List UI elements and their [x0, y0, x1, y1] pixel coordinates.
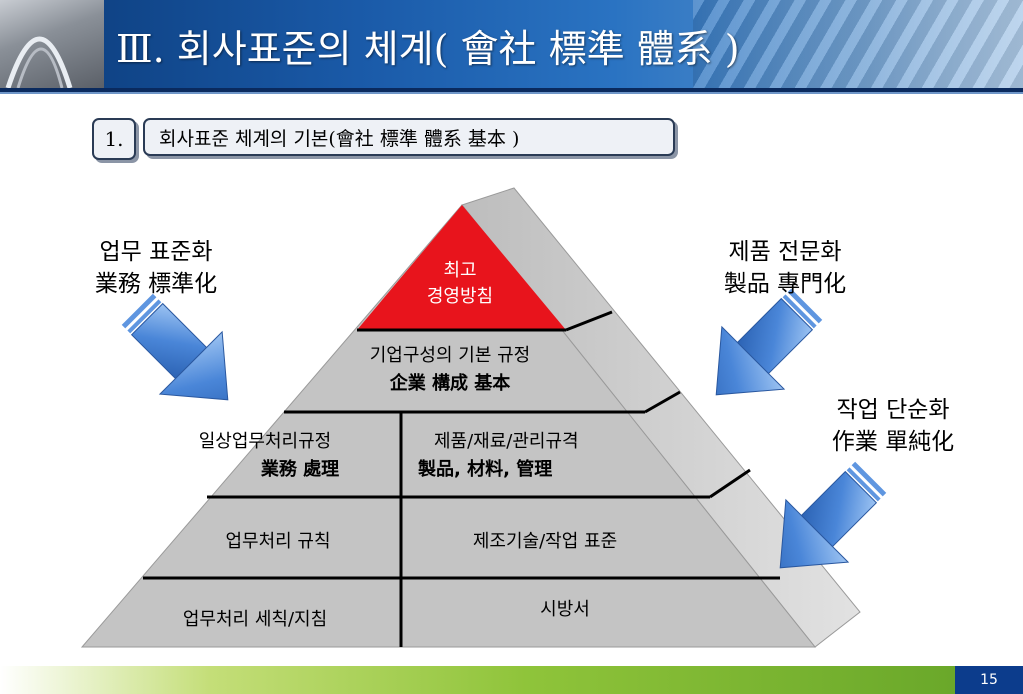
label-business-standardization: 업무 표준화 業務 標準化: [66, 236, 246, 300]
label-product-specialization: 제품 전문화 製品 專門化: [690, 236, 880, 300]
apex-text: 최고 경영방침: [400, 258, 520, 310]
pyramid-level-lines: [143, 310, 780, 647]
apex-line2: 경영방침: [426, 286, 494, 307]
header-keyboard-photo: [693, 0, 1023, 88]
level3-left-line2: 業務 處理: [260, 459, 340, 480]
level2-text: 기업구성의 기본 규정 企業 構成 基本: [320, 342, 580, 398]
page-number: 15: [955, 666, 1023, 694]
header-divider-accent: [0, 92, 1023, 94]
level2-line1: 기업구성의 기본 규정: [369, 345, 531, 366]
apex-line1: 최고: [443, 260, 477, 281]
level4-right-text: 제조기술/작업 표준: [472, 531, 618, 552]
level5-right-text: 시방서: [540, 599, 590, 620]
section-title: 회사표준 체계의 기본(會社 標準 體系 基本 ): [143, 118, 675, 156]
level4-left-text: 업무처리 규칙: [225, 531, 331, 552]
level3-right-line1: 제품/재료/관리규격: [434, 431, 579, 452]
label-right-bottom-line2: 作業 單純化: [831, 429, 955, 455]
label-work-simplification: 작업 단순화 作業 單純化: [798, 394, 988, 458]
level3-right-line2: 製品, 材料, 管理: [418, 459, 553, 480]
label-right-top-line2: 製品 專門化: [723, 271, 847, 297]
level5-left-text: 업무처리 세칙/지침: [182, 609, 328, 630]
label-left-line2: 業務 標準化: [94, 271, 218, 297]
label-right-bottom-line1: 작업 단순화: [836, 397, 950, 423]
section-number: 1.: [92, 118, 136, 160]
header-divider: [0, 88, 1023, 92]
header-banner: Ⅲ. 회사표준의 체계( 會社 標準 體系 ): [0, 0, 1023, 88]
page-title: Ⅲ. 회사표준의 체계( 會社 標準 體系 ): [116, 27, 740, 71]
right-top-blue-arrow: [715, 288, 823, 396]
level3-right-text: 제품/재료/관리규격 製品, 材料, 管理: [418, 428, 658, 484]
label-left-line1: 업무 표준화: [99, 239, 213, 265]
pyramid-apex-red: [357, 205, 566, 330]
left-blue-arrow: [121, 293, 229, 401]
footer-bar: [0, 666, 955, 694]
header-arch-photo: [0, 0, 104, 88]
pyramid-front-face: [80, 204, 817, 648]
right-bottom-blue-arrow: [779, 461, 887, 569]
level3-left-text: 일상업무처리규정 業務 處理: [160, 428, 370, 484]
level3-left-line1: 일상업무처리규정: [198, 431, 332, 452]
label-right-top-line1: 제품 전문화: [728, 239, 842, 265]
level2-line2: 企業 構成 基本: [389, 373, 511, 394]
arch-icon: [5, 36, 73, 88]
